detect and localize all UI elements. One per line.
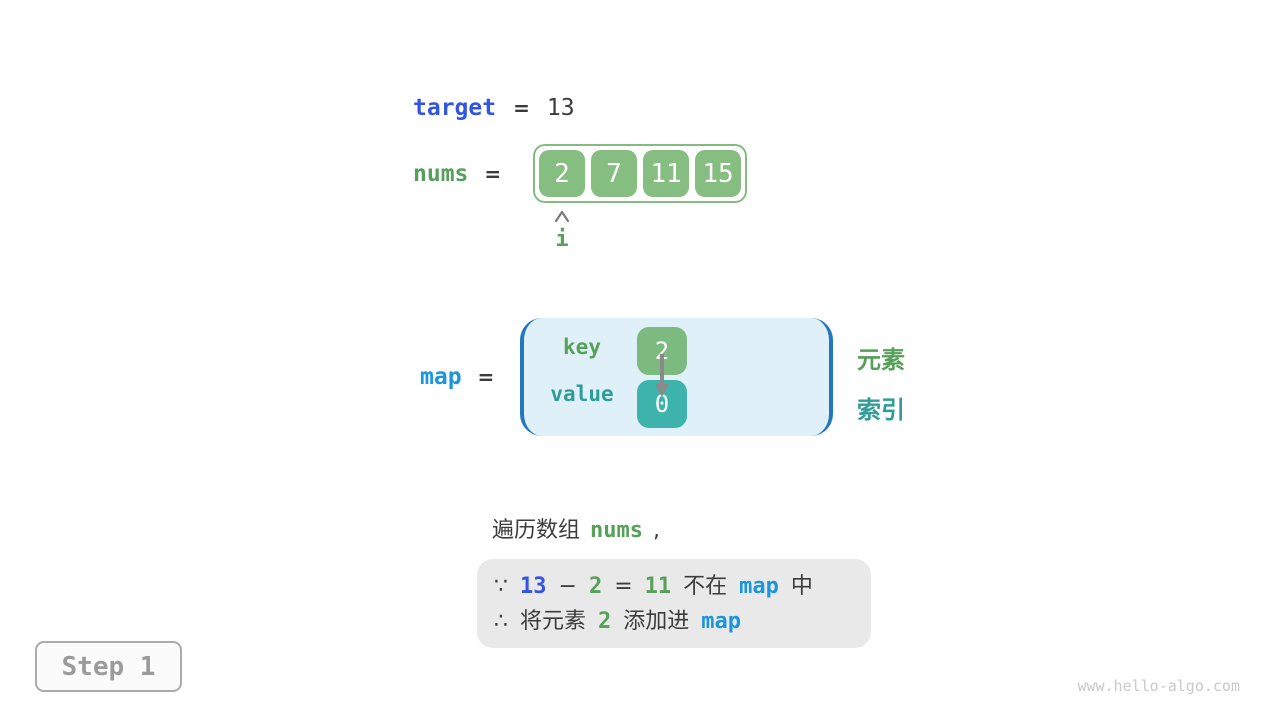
note-token: 将元素 — [520, 609, 587, 634]
note-line-2: ∴ 将元素 2 添加进 map — [494, 603, 854, 638]
target-value: 13 — [546, 95, 575, 121]
note-token: 11 — [644, 574, 672, 599]
caption-suffix: , — [653, 518, 660, 543]
note-token: 13 — [520, 574, 547, 599]
caption-line: 遍历数组 nums , — [492, 512, 660, 544]
array-cell: 11 — [643, 150, 689, 197]
note-token: − — [558, 574, 577, 599]
note-token: = — [614, 574, 633, 599]
note-token: 中 — [790, 574, 813, 599]
note-token: map — [739, 574, 779, 599]
note-token: 2 — [598, 609, 612, 634]
target-line: target = 13 — [413, 93, 575, 123]
nums-equals: = — [484, 162, 502, 186]
array-cell: 15 — [695, 150, 741, 197]
note-token: 不在 — [683, 574, 728, 599]
pointer-variable-label: i — [555, 227, 569, 252]
nums-label: nums — [413, 161, 469, 187]
caption-prefix: 遍历数组 — [492, 518, 581, 543]
caret-up-icon — [554, 210, 570, 222]
target-label: target — [413, 95, 497, 121]
legend-element-label: 元素 — [857, 346, 905, 374]
reasoning-note-box: ∵ 13 − 2 = 11 不在 map 中 ∴ 将元素 2 添加进 map — [477, 559, 871, 648]
nums-array: 2 7 11 15 — [533, 144, 747, 203]
array-cell: 7 — [591, 150, 637, 197]
nums-label-row: nums = — [413, 161, 501, 187]
legend-index-label: 索引 — [857, 396, 905, 424]
step-badge: Step 1 — [35, 641, 182, 692]
map-label-row: map = — [420, 363, 494, 391]
note-token: map — [701, 609, 742, 634]
array-cell: 2 — [539, 150, 585, 197]
map-value-label: value — [550, 382, 614, 406]
map-key-label: key — [563, 335, 601, 359]
arrow-down-icon — [655, 354, 669, 397]
note-token: ∴ — [494, 609, 508, 634]
watermark-text: www.hello-algo.com — [1077, 677, 1240, 695]
caption-code: nums — [590, 518, 643, 543]
note-token: ∵ — [494, 574, 508, 599]
note-token: 2 — [588, 574, 603, 599]
note-line-1: ∵ 13 − 2 = 11 不在 map 中 — [494, 568, 854, 603]
map-label: map — [420, 364, 462, 390]
index-pointer: i — [547, 210, 577, 252]
note-token: 添加进 — [623, 609, 690, 634]
map-container: key 2 value 0 — [520, 318, 833, 436]
target-equals: = — [513, 96, 530, 120]
map-equals: = — [477, 365, 495, 389]
